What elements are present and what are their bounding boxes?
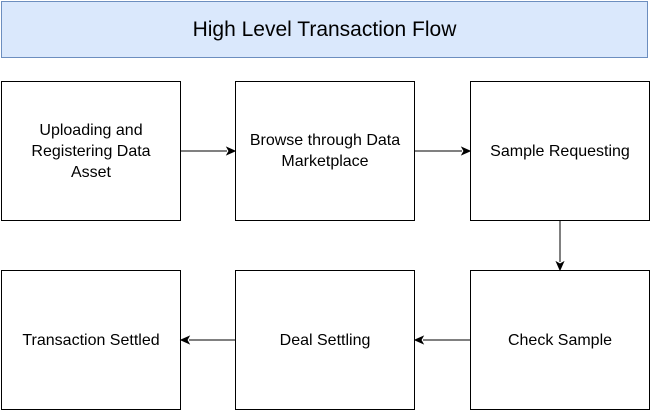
node-sample-requesting: Sample Requesting <box>470 81 650 221</box>
node-transaction-settled: Transaction Settled <box>1 270 181 410</box>
node-deal-settling: Deal Settling <box>235 270 415 410</box>
node-check-sample: Check Sample <box>470 270 650 410</box>
edge-arrowhead-4 <box>179 335 191 345</box>
node-label: Deal Settling <box>279 331 371 349</box>
edge-arrowhead-0 <box>225 146 237 156</box>
node-label: Sample Requesting <box>490 142 630 160</box>
diagram-title-box: High Level Transaction Flow <box>1 1 648 58</box>
edge-arrowhead-1 <box>460 146 472 156</box>
node-uploading-and-registering: Uploading and Registering Data Asset <box>1 81 181 221</box>
node-label: Uploading and Registering Data Asset <box>31 121 151 181</box>
node-label: Browse through Data Marketplace <box>249 132 401 170</box>
node-browse-marketplace: Browse through Data Marketplace <box>235 81 415 221</box>
node-label: Check Sample <box>507 331 613 349</box>
edge-arrowhead-2 <box>555 260 565 272</box>
edge-arrowhead-3 <box>413 335 425 345</box>
diagram-title: High Level Transaction Flow <box>192 17 457 41</box>
node-label: Transaction Settled <box>22 331 160 349</box>
